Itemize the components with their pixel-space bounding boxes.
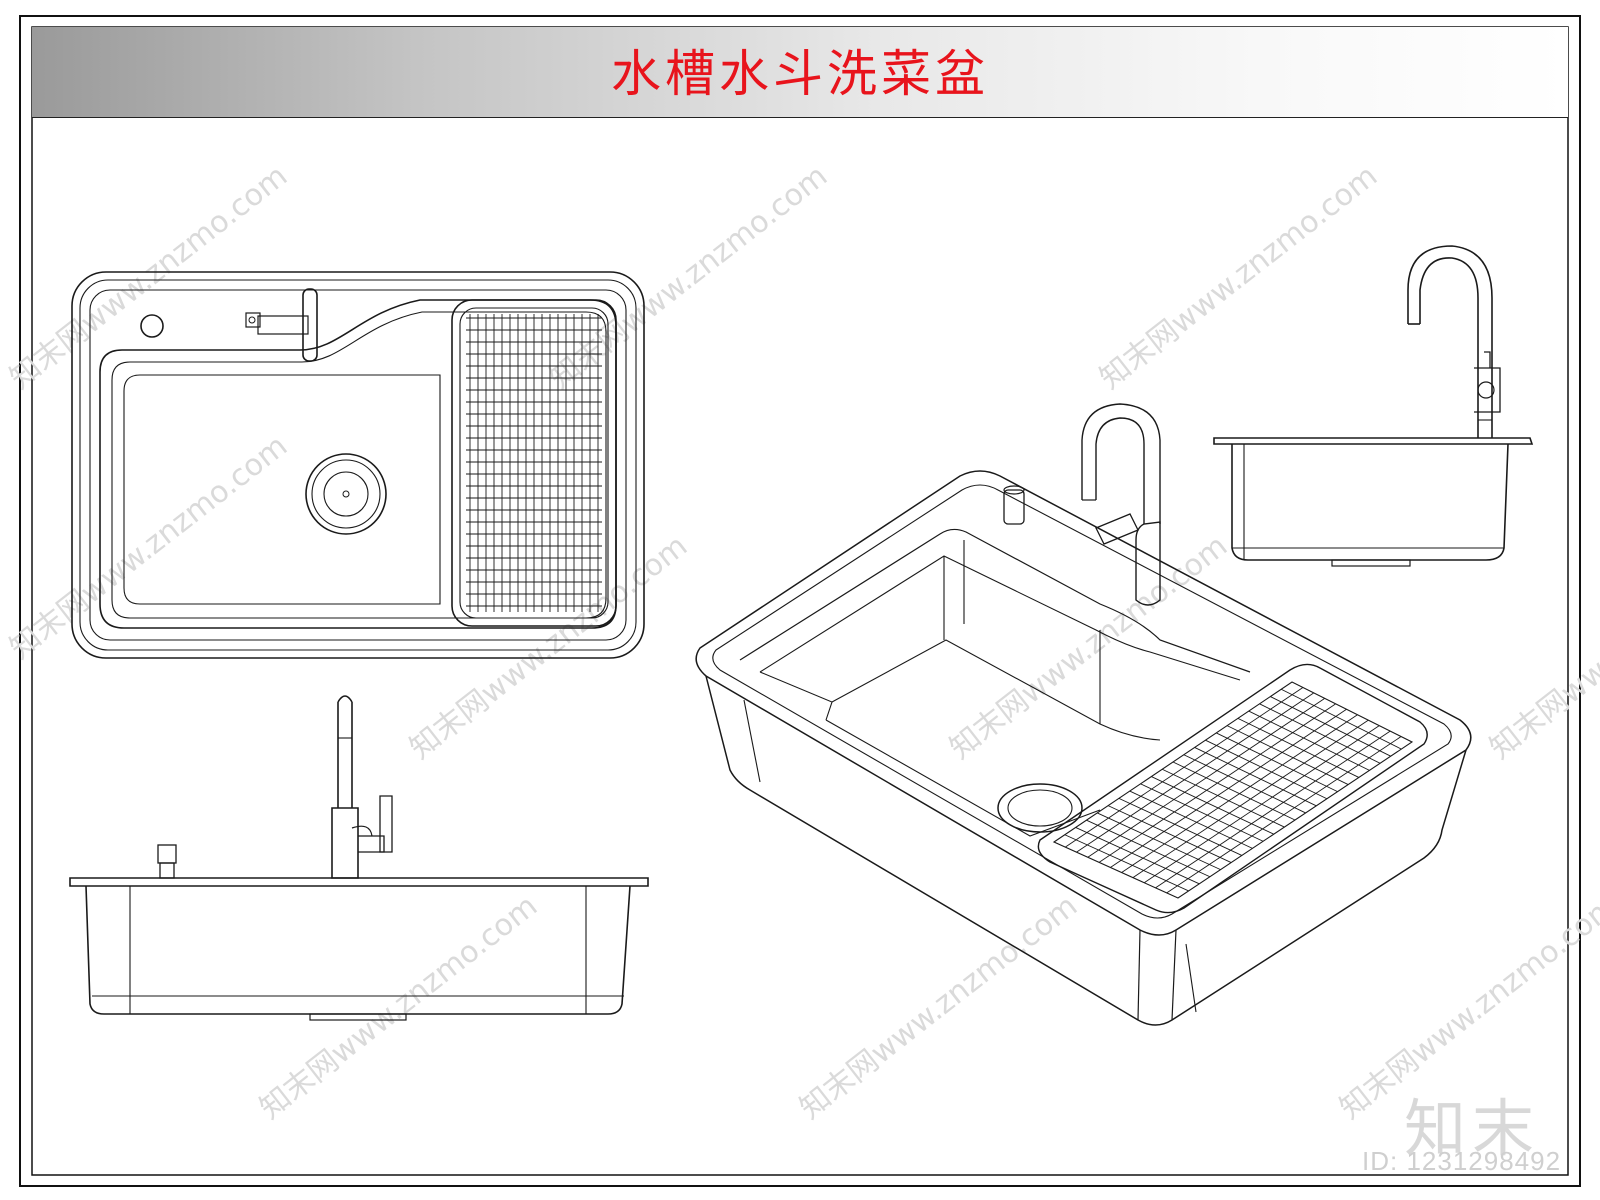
- iso-faucet-body: [1135, 521, 1161, 606]
- basket-wire: [1166, 736, 1402, 894]
- drawing-title: 水槽水斗洗菜盆: [611, 45, 989, 103]
- basket-wire: [1143, 725, 1380, 884]
- iso-basin-back-edge: [739, 528, 1251, 673]
- plan-basket-outline: [451, 299, 617, 627]
- plan-basket-grid: [466, 314, 602, 612]
- basket-wire: [1129, 790, 1253, 849]
- iso-faucet-handle: [1095, 513, 1139, 545]
- basket-wire: [1280, 688, 1402, 750]
- watermark-id: ID: 1231298492: [1362, 1146, 1562, 1176]
- side-faucet-gooseneck: [1419, 257, 1479, 438]
- basket-wire: [1065, 687, 1304, 848]
- basket-wire: [1237, 717, 1360, 778]
- iso-faucet-spout: [1095, 417, 1145, 524]
- plan-soap-hole: [140, 314, 164, 338]
- basket-wire: [1172, 761, 1296, 821]
- basket-wire: [1132, 719, 1369, 879]
- basket-wire: [1183, 754, 1306, 814]
- iso-body-walls: [705, 675, 1467, 1026]
- watermark-logo: 知末: [1404, 1092, 1541, 1165]
- plan-outer-rim: [71, 271, 645, 659]
- basket-wire: [1216, 732, 1338, 793]
- basket-wire: [1097, 812, 1221, 871]
- basket-wire: [1118, 797, 1243, 856]
- basket-wire: [1110, 708, 1347, 868]
- basket-wire: [1064, 834, 1189, 892]
- iso-drain: [997, 783, 1083, 833]
- basket-wire: [1259, 703, 1381, 764]
- basket-wire: [1151, 776, 1274, 835]
- basket-wire: [1140, 783, 1264, 842]
- elev-faucet-body: [331, 807, 359, 879]
- elev-faucet-handle: [379, 795, 393, 853]
- basket-wire: [1076, 692, 1315, 853]
- basket-wire: [1161, 768, 1285, 828]
- basket-wire: [1248, 710, 1370, 771]
- basket-wire: [1270, 696, 1391, 757]
- basket-wire: [1075, 827, 1200, 885]
- iso-basket-grid: [1064, 687, 1402, 894]
- iso-basket-outline: [1037, 663, 1428, 914]
- plan-faucet-handle: [257, 315, 309, 335]
- basket-wire: [1121, 714, 1358, 873]
- basket-wire: [1155, 730, 1391, 889]
- elev-faucet-spout: [337, 695, 353, 808]
- iso-soap-dispenser: [1003, 489, 1025, 525]
- basket-wire: [1107, 805, 1232, 863]
- basket-wire: [1086, 819, 1211, 878]
- title-band: [32, 27, 1568, 118]
- plan-drain: [305, 453, 387, 535]
- side-deck: [1213, 437, 1534, 445]
- plan-faucet-spout: [302, 288, 318, 362]
- iso-basin-floor: [831, 639, 1161, 741]
- basket-wire: [1194, 747, 1317, 807]
- basket-wire: [1226, 725, 1349, 785]
- iso-rim-outer: [695, 470, 1472, 936]
- basket-wire: [1087, 697, 1325, 858]
- basket-wire: [1205, 739, 1328, 800]
- basket-wire: [1098, 703, 1336, 863]
- elev-deck: [69, 877, 649, 887]
